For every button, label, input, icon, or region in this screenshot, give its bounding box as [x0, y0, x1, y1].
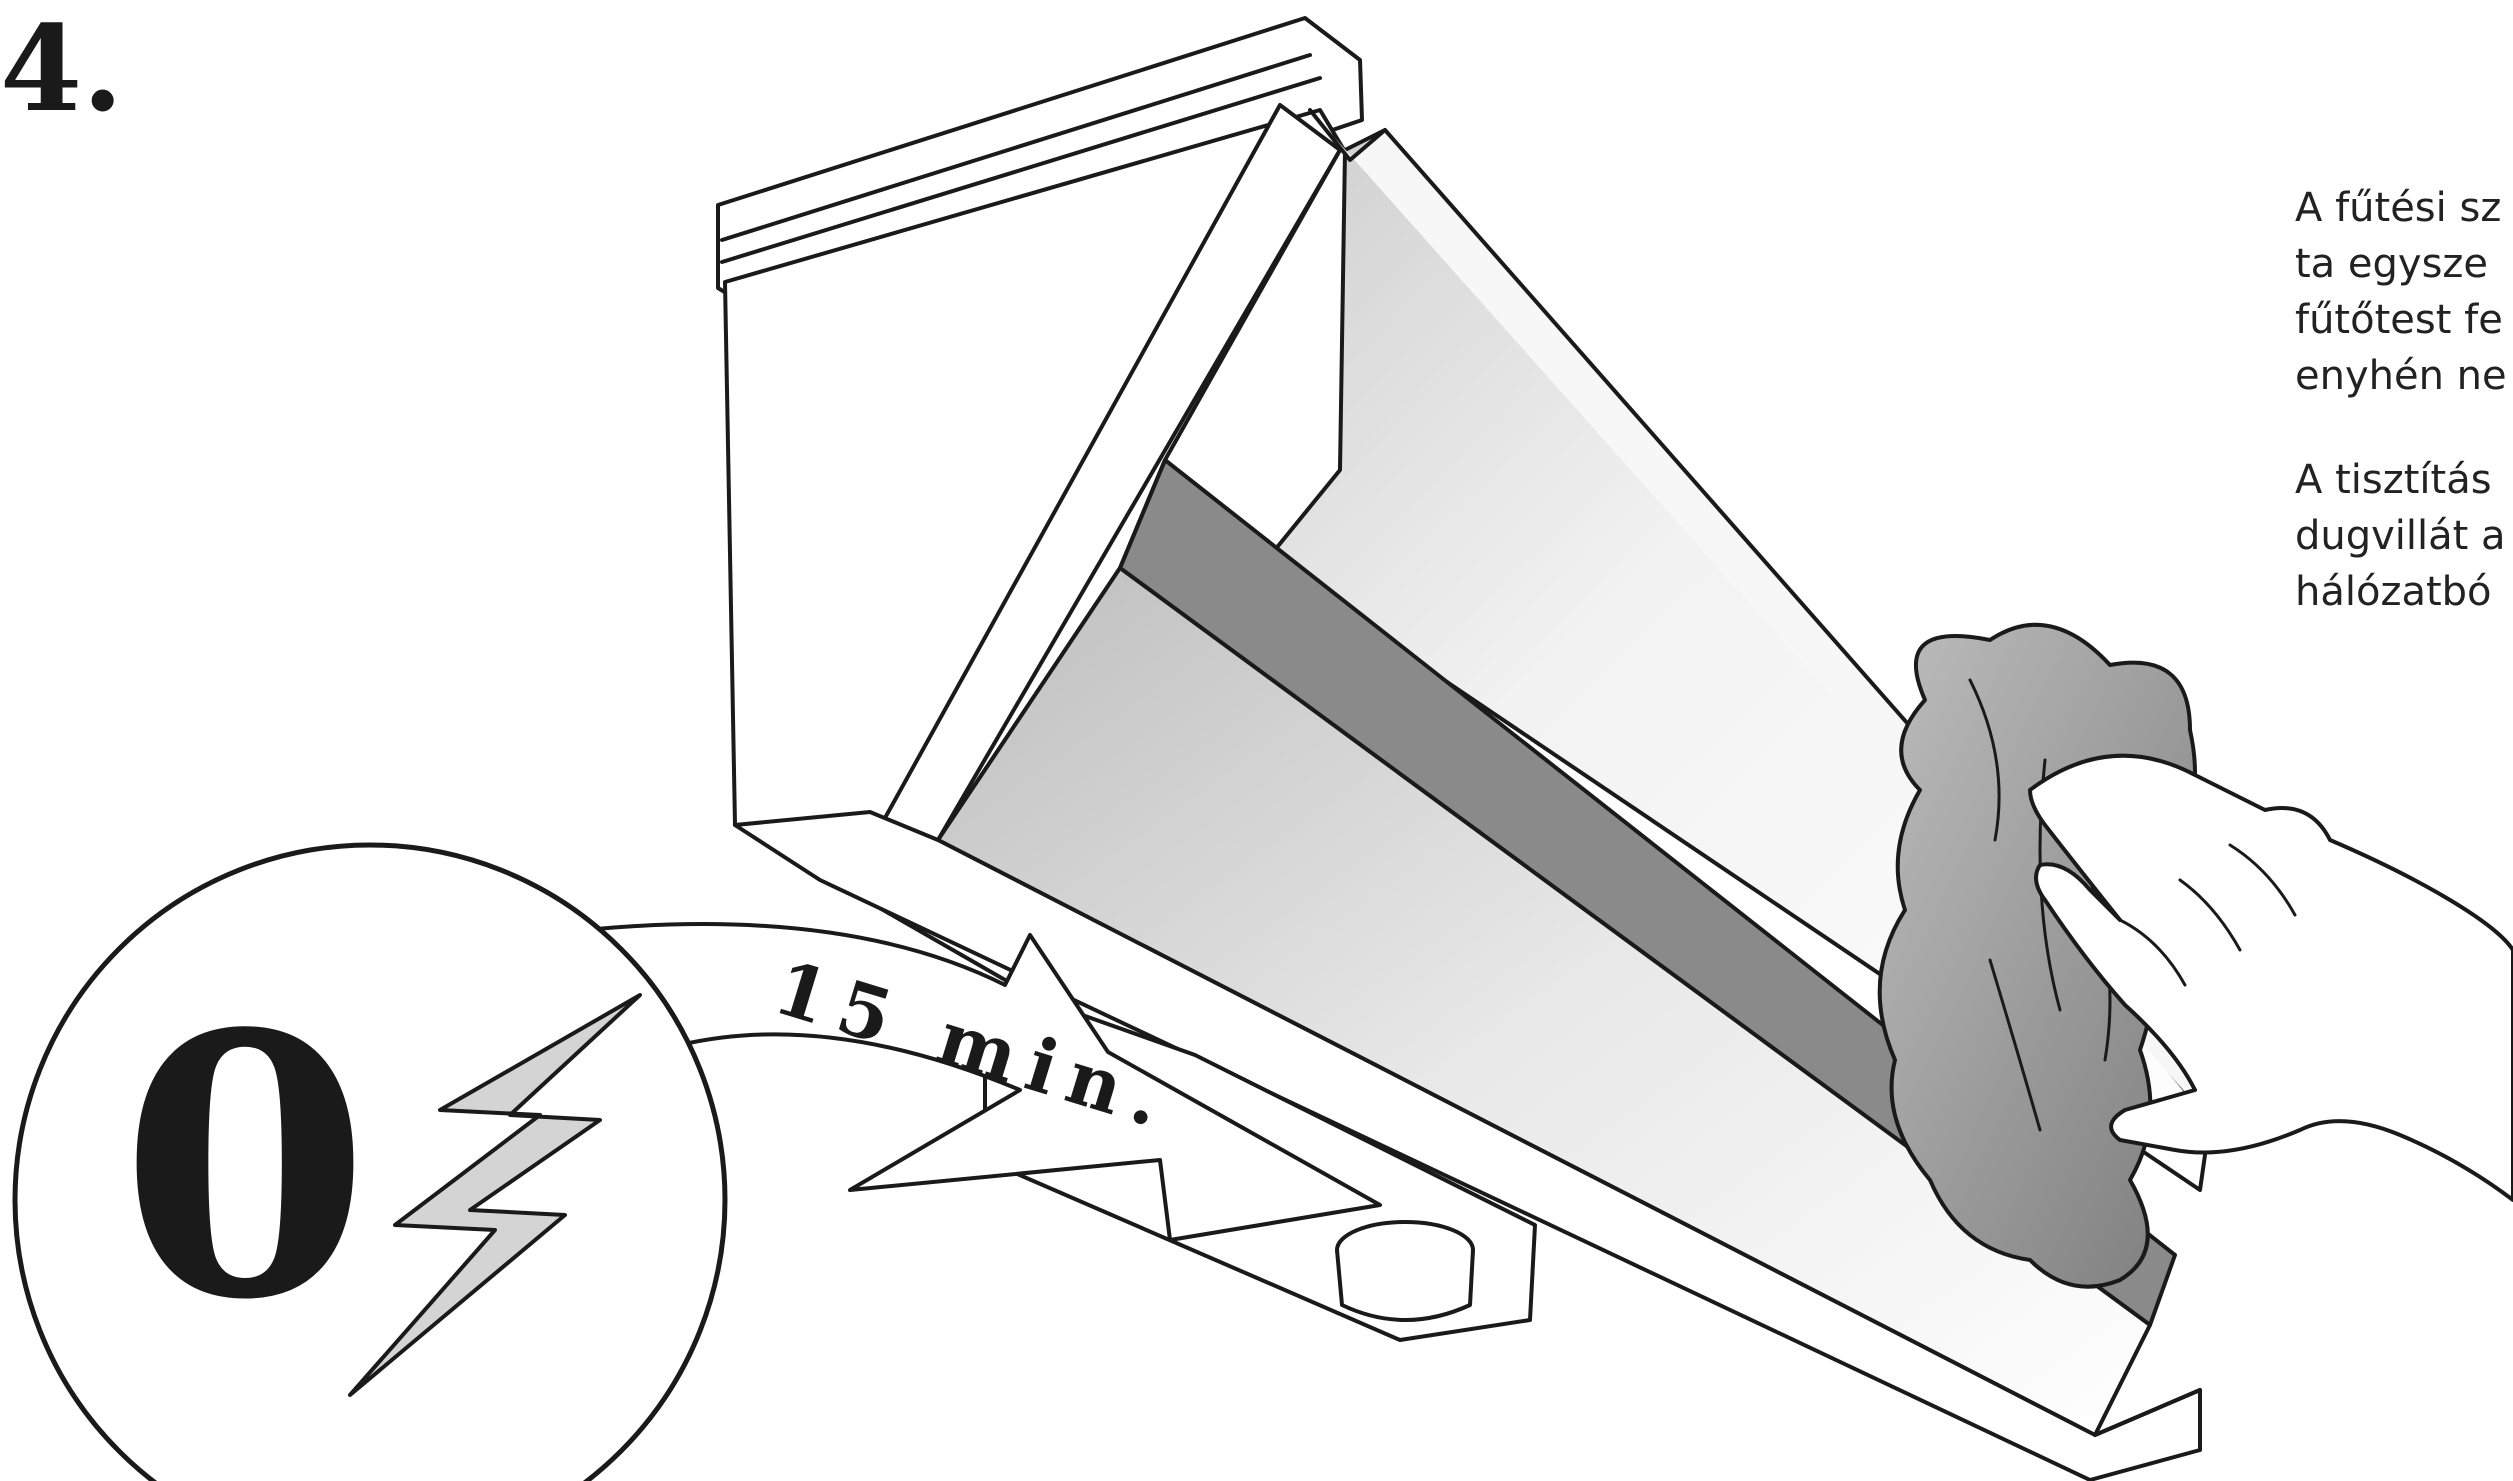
text-line: dugvillát a: [2295, 508, 2513, 564]
instruction-text: A fűtési sz ta egysze fűtőtest fe enyhén…: [2295, 180, 2513, 668]
text-line: hálózatbó: [2295, 564, 2513, 620]
text-line: fűtőtest fe: [2295, 292, 2513, 348]
text-line: enyhén ne: [2295, 348, 2513, 404]
off-symbol: 0: [120, 955, 371, 1378]
instruction-paragraph-2: A tisztítás dugvillát a hálózatbó: [2295, 452, 2513, 620]
text-line: A fűtési sz: [2295, 180, 2513, 236]
text-line: ta egysze: [2295, 236, 2513, 292]
text-line: A tisztítás: [2295, 452, 2513, 508]
instruction-paragraph-1: A fűtési sz ta egysze fűtőtest fe enyhén…: [2295, 180, 2513, 404]
